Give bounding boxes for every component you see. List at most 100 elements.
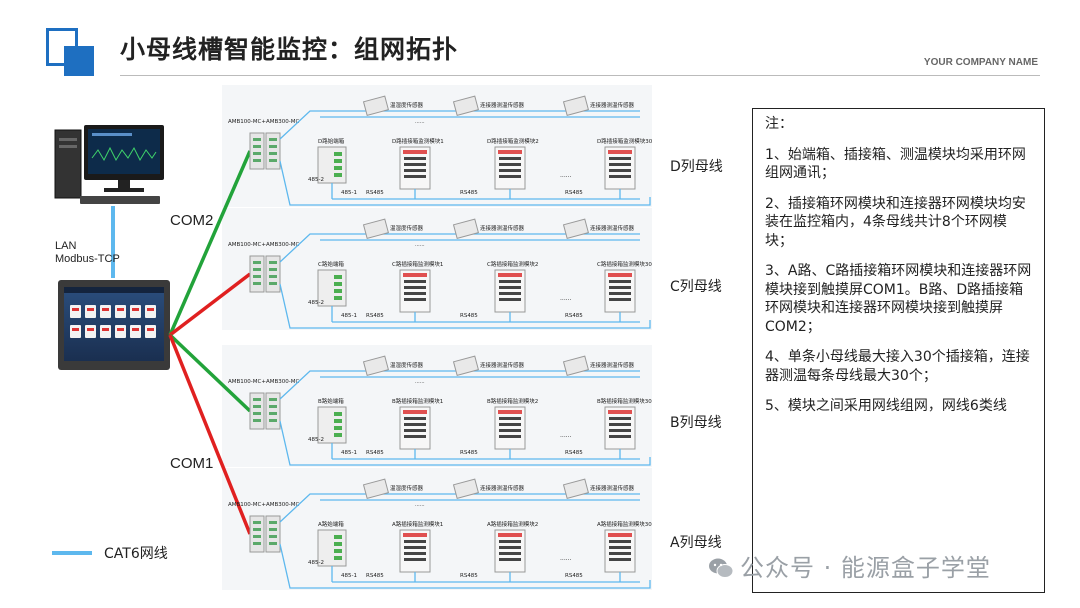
sensor-device: [362, 478, 390, 499]
bus-label-d: D列母线: [670, 159, 723, 175]
rs485-label: RS485: [460, 313, 478, 319]
note-item: 4、单条小母线最大接入30个插接箱，连接器测温每条母线最大30个；: [765, 349, 1030, 384]
hmi-tile: [115, 305, 126, 318]
start-box-label: C路始端箱: [318, 260, 344, 268]
controller-label: AMB100-MC+AMB300-MC: [228, 119, 299, 125]
rs485-label: RS485: [565, 450, 583, 456]
sensor-label: 连接器测温传感器: [480, 224, 525, 232]
hmi-tile: [100, 325, 111, 338]
bus-label-a: A列母线: [670, 535, 722, 551]
bus-section: AMB100-MC+AMB300-MC温湿度传感器连接器测温传感器连接器测温传感…: [228, 218, 652, 329]
rs485-cable: [279, 420, 651, 466]
lan-label-line2: Modbus-TCP: [55, 253, 120, 265]
start-box-label: A路始端箱: [318, 520, 344, 528]
module-label: A路插接箱监测模块1: [392, 520, 443, 528]
lan-label-line1: LAN: [55, 240, 77, 252]
controller-label: AMB100-MC+AMB300-MC: [228, 502, 299, 508]
port-485-1-label: 485-1: [341, 190, 357, 196]
watermark-text: 公众号 · 能源盒子学堂: [740, 554, 991, 582]
company-name: YOUR COMPANY NAME: [923, 57, 1038, 68]
sensor-device: [452, 478, 480, 499]
rs485-label: RS485: [460, 190, 478, 196]
sensor-ellipsis: ......: [415, 379, 425, 385]
lan-label: LAN Modbus-TCP: [55, 240, 120, 266]
com-link-line: [168, 272, 252, 337]
sensor-label: 温湿度传感器: [390, 484, 424, 492]
module-label: B路插接箱监测模块2: [487, 397, 538, 405]
hmi-tile: [145, 305, 156, 318]
sensor-device: [362, 218, 390, 239]
sensor-device: [562, 95, 590, 116]
sensor-label: 温湿度传感器: [390, 101, 424, 109]
sensor-device: [452, 355, 480, 376]
sensor-label: 连接器测温传感器: [480, 101, 525, 109]
module-label: C路插接箱监测模块30: [597, 260, 652, 268]
sensor-device: [562, 355, 590, 376]
port-485-2-label: 485-2: [308, 560, 324, 566]
module-label: C路插接箱监测模块2: [487, 260, 538, 268]
note-item: 2、插接箱环网模块和连接器环网模块均安装在监控箱内，4条母线共计8个环网模块；: [765, 195, 1026, 249]
com1-label: COM1: [170, 455, 214, 472]
controller-label: AMB100-MC+AMB300-MC: [228, 379, 299, 385]
sensor-label: 温湿度传感器: [390, 224, 424, 232]
bus-section: AMB100-MC+AMB300-MC温湿度传感器连接器测温传感器连接器测温传感…: [228, 355, 652, 466]
rs485-cable: [279, 283, 651, 329]
sensor-label: 温湿度传感器: [390, 361, 424, 369]
hmi-tile: [130, 325, 141, 338]
rs485-label: RS485: [565, 573, 583, 579]
com-link-line: [168, 334, 252, 535]
rs485-cable: [279, 543, 651, 589]
sensor-cable: [279, 233, 640, 263]
hmi-tile: [70, 325, 81, 338]
controller-label: AMB100-MC+AMB300-MC: [228, 242, 299, 248]
rs485-label: RS485: [565, 313, 583, 319]
logo-filled-square: [64, 46, 94, 76]
module-ellipsis: ......: [560, 432, 572, 439]
com-link-line: [168, 150, 252, 336]
sensor-label: 连接器测温传感器: [480, 361, 525, 369]
port-485-1-label: 485-1: [341, 573, 357, 579]
hmi-tile: [85, 305, 96, 318]
rs485-label: RS485: [366, 190, 384, 196]
port-485-2-label: 485-2: [308, 437, 324, 443]
rs485-label: RS485: [366, 450, 384, 456]
note-item: 3、A路、C路插接箱环网模块和连接器环网模块接到触摸屏COM1。B路、D路插接箱…: [765, 263, 1032, 335]
page-title: 小母线槽智能监控：组网拓扑: [120, 35, 459, 64]
rs485-label: RS485: [460, 573, 478, 579]
module-label: B路插接箱监测模块30: [597, 397, 652, 405]
rs485-label: RS485: [565, 190, 583, 196]
port-485-2-label: 485-2: [308, 300, 324, 306]
bus-section: AMB100-MC+AMB300-MC 温湿度传感器 连接器测温传感器 连接器测温传感…: [228, 478, 652, 589]
sensor-device: [562, 478, 590, 499]
module-label: B路插接箱监测模块1: [392, 397, 443, 405]
module-label: D路插接箱监测模块2: [487, 137, 539, 145]
module-ellipsis: ......: [560, 555, 572, 562]
sensor-ellipsis: ......: [415, 242, 425, 248]
module-label: A路插接箱监测模块30: [597, 520, 652, 528]
start-box-label: B路始端箱: [318, 397, 344, 405]
bus-label-b: B列母线: [670, 415, 722, 431]
port-485-1-label: 485-1: [341, 450, 357, 456]
bus-label-c: C列母线: [670, 279, 722, 295]
com-link-line: [168, 333, 252, 413]
module-ellipsis: ......: [560, 295, 572, 302]
module-label: C路插接箱监测模块1: [392, 260, 443, 268]
com2-label: COM2: [170, 212, 214, 229]
port-485-2-label: 485-2: [308, 177, 324, 183]
legend-label: CAT6网线: [104, 546, 168, 562]
bus-section: AMB100-MC+AMB300-MC 温湿度传感器 连接器测温传感器 连接器测温传感…: [228, 95, 653, 206]
note-item: 5、模块之间采用网线组网，网线6类线: [765, 398, 1007, 414]
module-label: A路插接箱监测模块2: [487, 520, 538, 528]
sensor-label: 连接器测温传感器: [590, 484, 635, 492]
rs485-label: RS485: [460, 450, 478, 456]
wechat-icon: [709, 558, 734, 578]
note-item: 1、始端箱、插接箱、测温模块均采用环网组网通讯；: [765, 146, 1026, 182]
module-label: D路插接箱监测模块30: [597, 137, 653, 145]
sensor-device: [562, 218, 590, 239]
hmi-tile: [70, 305, 81, 318]
sensor-label: 连接器测温传感器: [590, 101, 635, 109]
hmi-tile: [130, 305, 141, 318]
rs485-cable: [279, 160, 651, 206]
sensor-label: 连接器测温传感器: [480, 484, 525, 492]
